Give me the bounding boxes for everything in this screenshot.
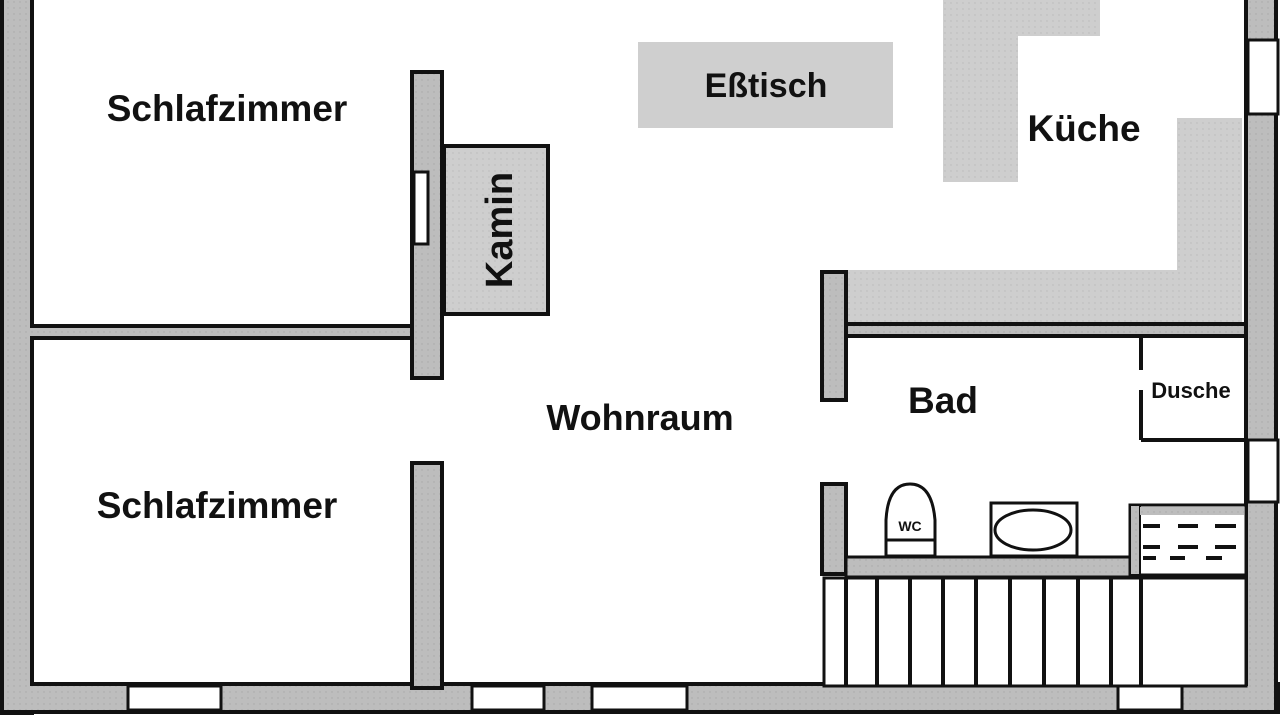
- wall-bath-upper: [820, 270, 848, 402]
- sink: [989, 501, 1079, 558]
- room-label-living-room: Wohnraum: [546, 397, 733, 438]
- shower: Dusche: [1139, 338, 1246, 442]
- dining-table: Eßtisch: [638, 42, 893, 128]
- fireplace-label: Kamin: [479, 172, 521, 288]
- toilet: WC: [884, 482, 937, 558]
- bath-counter: [844, 555, 1140, 579]
- staircase: [822, 576, 1248, 688]
- bath-storage: [1128, 503, 1248, 579]
- window: [1246, 38, 1280, 116]
- window: [1246, 438, 1280, 504]
- window: [1116, 684, 1184, 712]
- wall-niche: [412, 170, 430, 246]
- shower-label: Dusche: [1151, 378, 1230, 403]
- window: [470, 684, 546, 712]
- room-label-bedroom-bottom: Schlafzimmer: [97, 485, 338, 526]
- room-label-bedroom-top: Schlafzimmer: [107, 88, 348, 129]
- fireplace: Kamin: [442, 144, 550, 316]
- wall-vertical-lower: [410, 461, 444, 690]
- room-label-bathroom: Bad: [908, 380, 978, 421]
- window: [126, 684, 223, 712]
- room-label-kitchen: Küche: [1027, 108, 1140, 149]
- kitchen-counter: [845, 0, 1242, 324]
- windows: [126, 38, 1280, 712]
- wall-bath-lower: [820, 482, 848, 576]
- toilet-label: WC: [898, 518, 921, 534]
- dining-table-label: Eßtisch: [705, 67, 828, 105]
- wall-kitchen-bath: [820, 322, 1248, 338]
- window: [590, 684, 689, 712]
